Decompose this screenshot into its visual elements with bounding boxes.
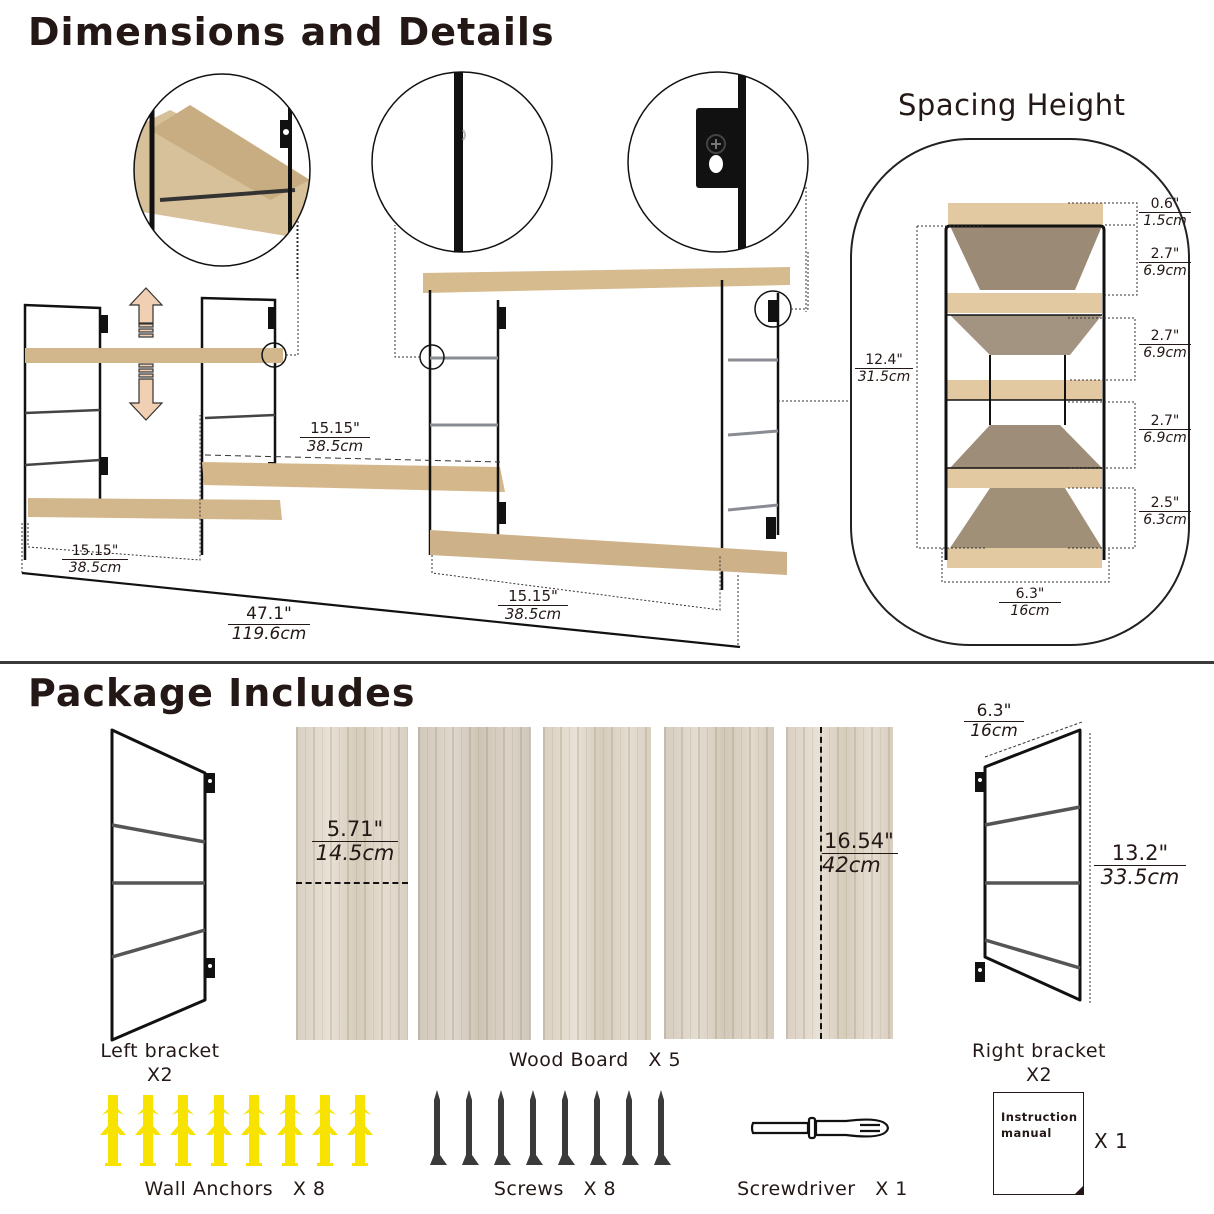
left-shelf-dimension: 15.15" 38.5cm xyxy=(62,544,128,575)
dimensions-title: Dimensions and Details xyxy=(28,10,555,54)
shelf-assembly-illustration xyxy=(21,220,850,649)
manual-qty: X 1 xyxy=(1094,1129,1129,1153)
screws-icon xyxy=(430,1090,671,1165)
board-width-dimension: 5.71" 14.5cm xyxy=(312,819,398,864)
bracket-height-dimension: 13.2" 33.5cm xyxy=(1094,843,1186,888)
wood-board-3 xyxy=(543,727,651,1040)
wood-board-5 xyxy=(786,727,893,1039)
middle-shelf-dimension: 15.15" 38.5cm xyxy=(300,421,370,454)
instruction-manual-icon: Instruction manual xyxy=(993,1092,1084,1195)
spacing-height-panel xyxy=(850,138,1190,646)
wood-board-4 xyxy=(664,727,774,1039)
depth-dimension: 6.3" 16cm xyxy=(999,587,1061,618)
wood-board-label: Wood Board X 5 xyxy=(508,1049,682,1071)
up-down-arrow-icon xyxy=(128,287,164,421)
board-thickness-dimension: 0.6" 1.5cm xyxy=(1139,197,1191,228)
detail-callout-shelf-joint xyxy=(133,73,311,280)
manual-line-1: Instruction xyxy=(1001,1110,1078,1124)
right-bracket-icon xyxy=(975,721,1091,1005)
gap-1-dimension: 2.7" 6.9cm xyxy=(1139,247,1191,278)
left-bracket-icon xyxy=(110,728,215,1042)
detail-callout-keyhole-screw xyxy=(627,71,809,312)
screwdriver-label: Screwdriver X 1 xyxy=(737,1178,908,1200)
detail-callout-rail xyxy=(371,71,553,253)
total-height-dimension: 12.4" 31.5cm xyxy=(855,353,913,384)
bracket-depth-dimension: 6.3" 16cm xyxy=(964,703,1024,740)
wall-anchors-icon xyxy=(100,1095,373,1166)
right-shelf-dimension: 15.15" 38.5cm xyxy=(498,589,568,622)
board-width-guide xyxy=(296,882,408,884)
gap-4-dimension: 2.5" 6.3cm xyxy=(1139,496,1191,527)
wood-board-2 xyxy=(418,727,531,1040)
gap-3-dimension: 2.7" 6.9cm xyxy=(1139,414,1191,445)
manual-line-2: manual xyxy=(1001,1126,1052,1140)
page-fold-corner xyxy=(1074,1185,1084,1195)
total-width-dimension: 47.1" 119.6cm xyxy=(228,606,310,643)
package-title: Package Includes xyxy=(28,671,416,715)
screws-label: Screws X 8 xyxy=(493,1178,617,1200)
gap-2-dimension: 2.7" 6.9cm xyxy=(1139,329,1191,360)
board-length-guide xyxy=(820,727,822,1039)
spacing-height-title: Spacing Height xyxy=(898,88,1126,122)
spacing-side-view-illustration xyxy=(916,202,1138,583)
screwdriver-icon xyxy=(750,1116,890,1140)
wall-anchors-label: Wall Anchors X 8 xyxy=(144,1178,326,1200)
section-divider xyxy=(0,661,1214,664)
board-length-dimension: 16.54" 42cm xyxy=(822,831,898,876)
